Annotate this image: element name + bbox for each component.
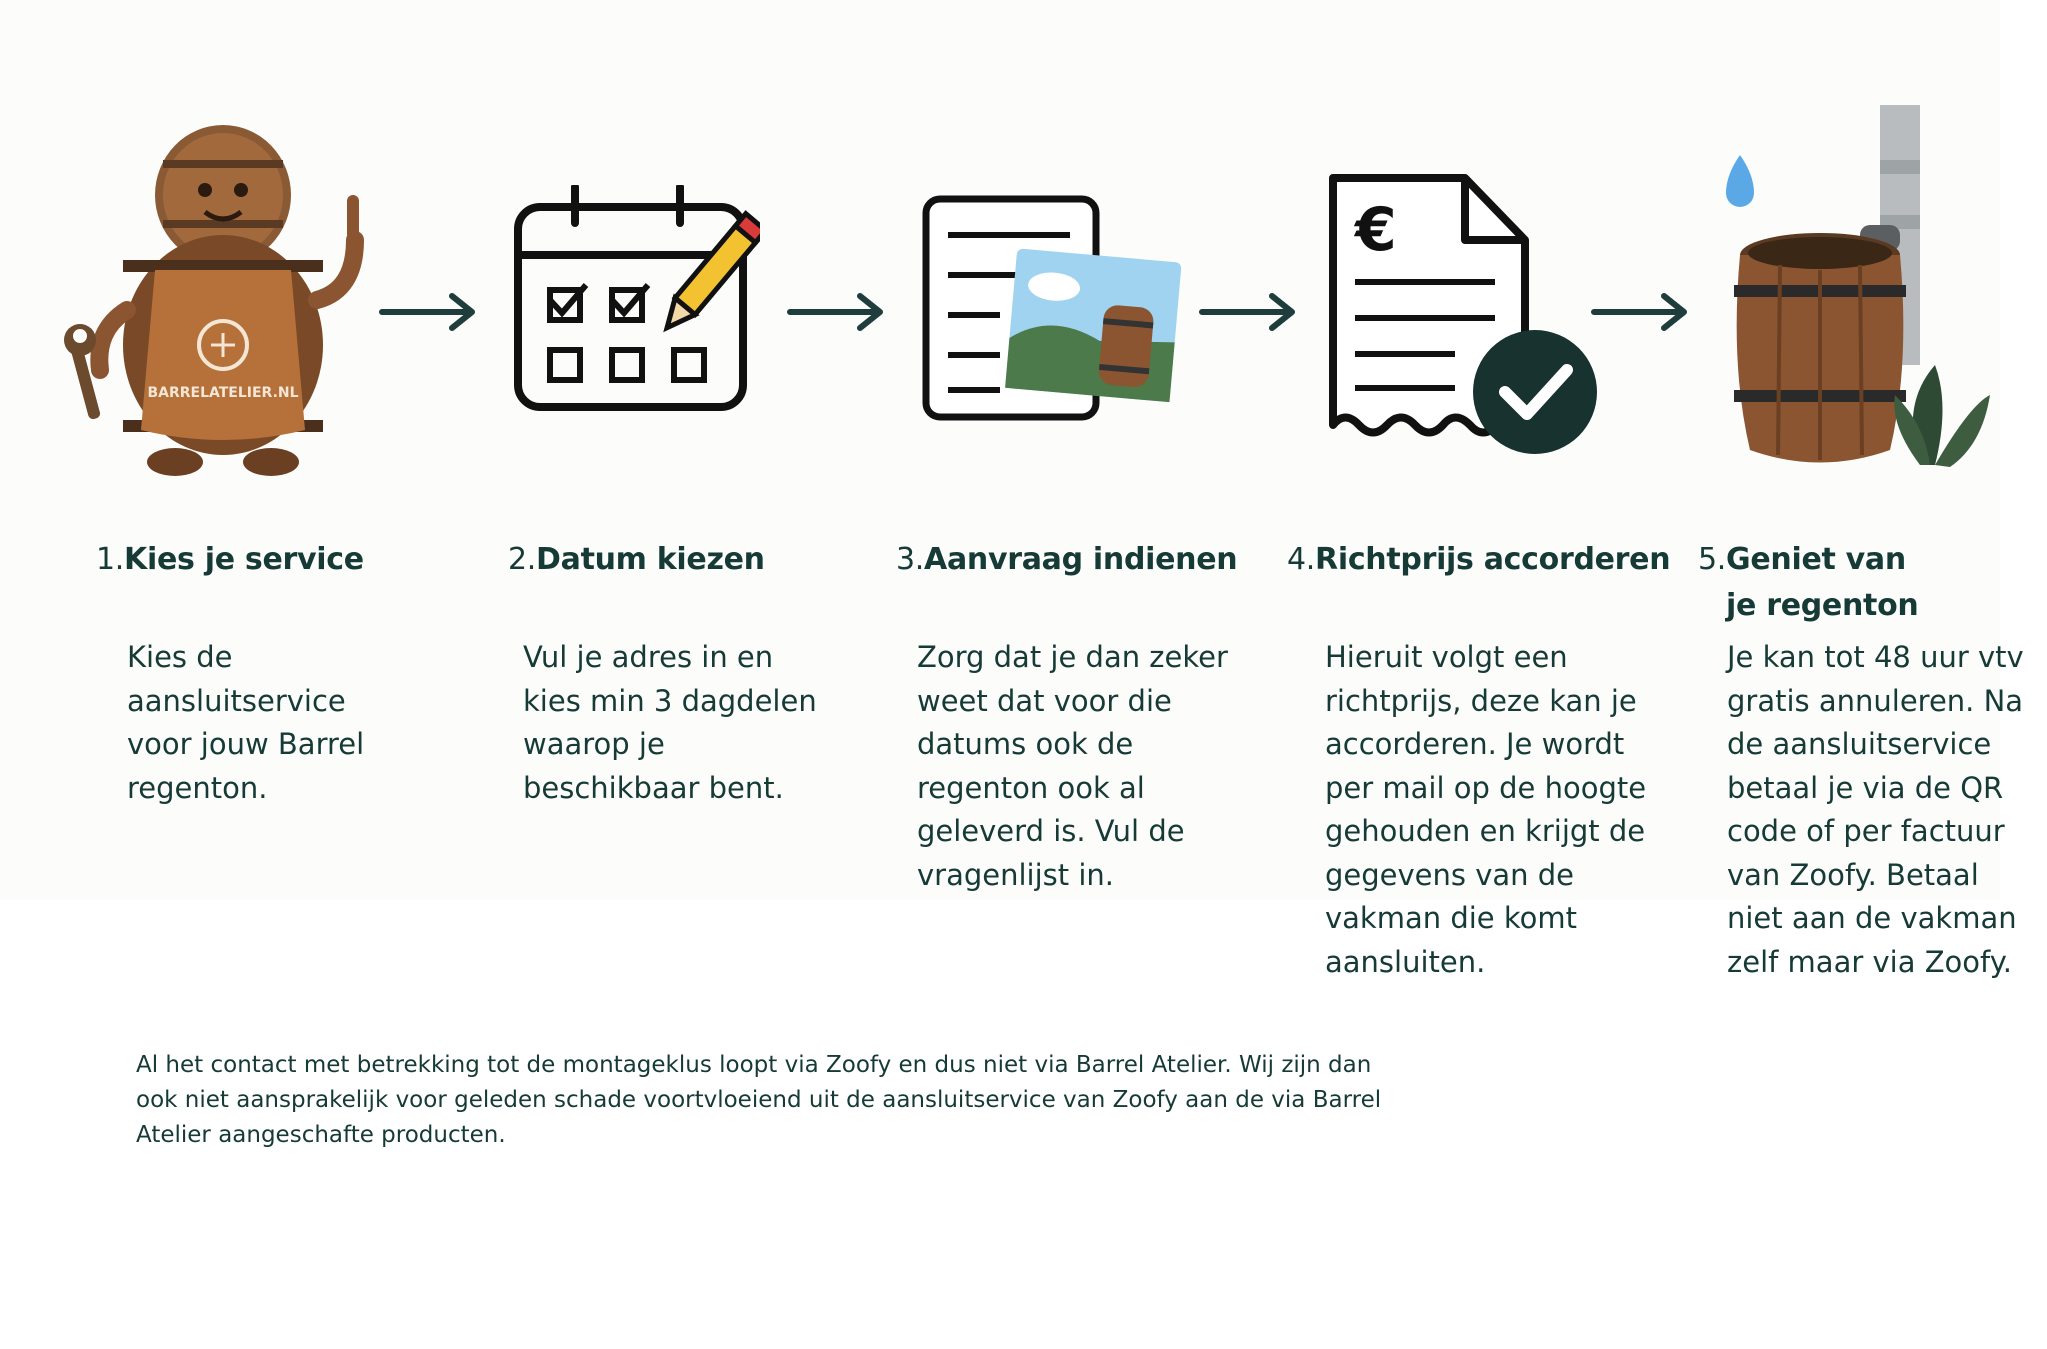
arrow-right-icon [1198,292,1298,332]
step-number: 1. [96,542,125,577]
arrow-right-icon [1590,292,1690,332]
steps-background [0,0,2000,900]
step-4-description: Hieruit volgt een richtprijs, deze kan j… [1325,640,1647,979]
arrow-right-icon [378,292,478,332]
barrel-mascot-icon: BARRELATELIER.NL [55,100,385,480]
step-2-description: Vul je adres in en kies min 3 dagdelen w… [523,640,817,805]
arrow-right-icon [786,292,886,332]
step-1-description: Kies de aansluitservice voor jouw Barrel… [127,640,365,805]
step-2-title: 2.Datum kiezen [508,537,765,583]
svg-text:€: € [1353,195,1397,265]
step-3-description: Zorg dat je dan zeker weet dat voor die … [917,640,1228,892]
rain-barrel-icon [1720,105,1995,480]
mascot-badge-text: BARRELATELIER.NL [147,385,298,401]
invoice-check-icon: € [1325,170,1600,460]
step-number: 3. [896,542,925,577]
step-name: Kies je service [124,542,364,577]
step-4-title: 4.Richtprijs accorderen [1287,537,1671,583]
form-photo-icon [920,195,1185,425]
step-5-title: 5.Geniet van je regenton [1698,537,1988,629]
step-name: Aanvraag indienen [924,542,1238,577]
step-number: 4. [1287,542,1316,577]
step-5-description: Je kan tot 48 uur vtv gratis annuleren. … [1727,640,2024,979]
calendar-pencil-icon [510,185,760,420]
disclaimer-text: Al het contact met betrekking tot de mon… [136,1052,1382,1148]
step-number: 2. [508,542,537,577]
step-name: Richtprijs accorderen [1315,542,1671,577]
step-name: Datum kiezen [536,542,765,577]
step-3-title: 3.Aanvraag indienen [896,537,1238,583]
step-1-title: 1.Kies je service [96,537,364,583]
step-name: Geniet van je regenton [1726,542,1919,623]
step-number: 5. [1698,542,1727,577]
